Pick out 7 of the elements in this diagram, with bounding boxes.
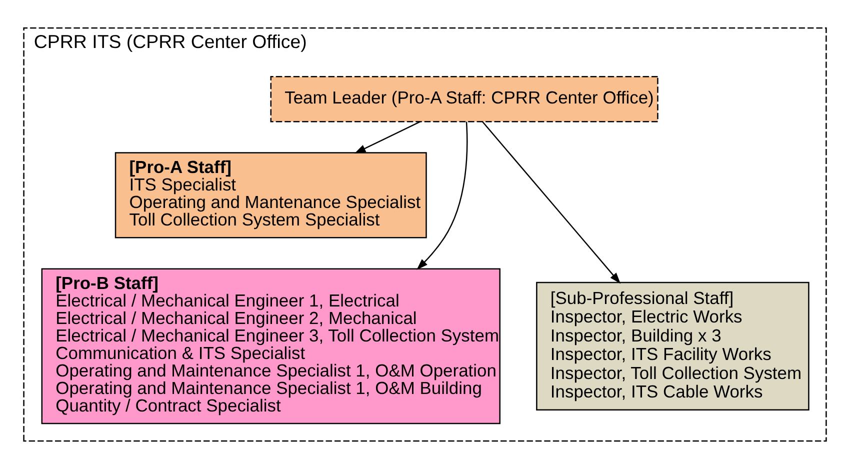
arrow [482,121,621,284]
node-box: [Pro-A Staff] ITS Specialist Operating and Mantenance Specialist Toll Collection System Specialist [114,152,427,238]
arrow [354,121,421,154]
node-box: [Pro-B Staff] Electrical / Mechanical Engineer 1, Electrical Electrical / Mechanical Engineer 2, Mechanical Electrical / Mechanical Engineer 3, Toll Collection System Communication & ITS Specialist Operating and Maintenance Specialist 1, O&M Operation Operating and Maintenance Specialist 1, O&M Building Quantity / Contract Specialist [41,268,500,424]
node-box: Team Leader (Pro-A Staff: CPRR Center Office) [270,76,658,122]
node-box: [Sub-Professional Staff] Inspector, Electric Works Inspector, Building x 3 Inspector, ITS Facility Works Inspector, Toll Collection System Inspector, ITS Cable Works [536,282,810,410]
arrow [416,122,468,270]
